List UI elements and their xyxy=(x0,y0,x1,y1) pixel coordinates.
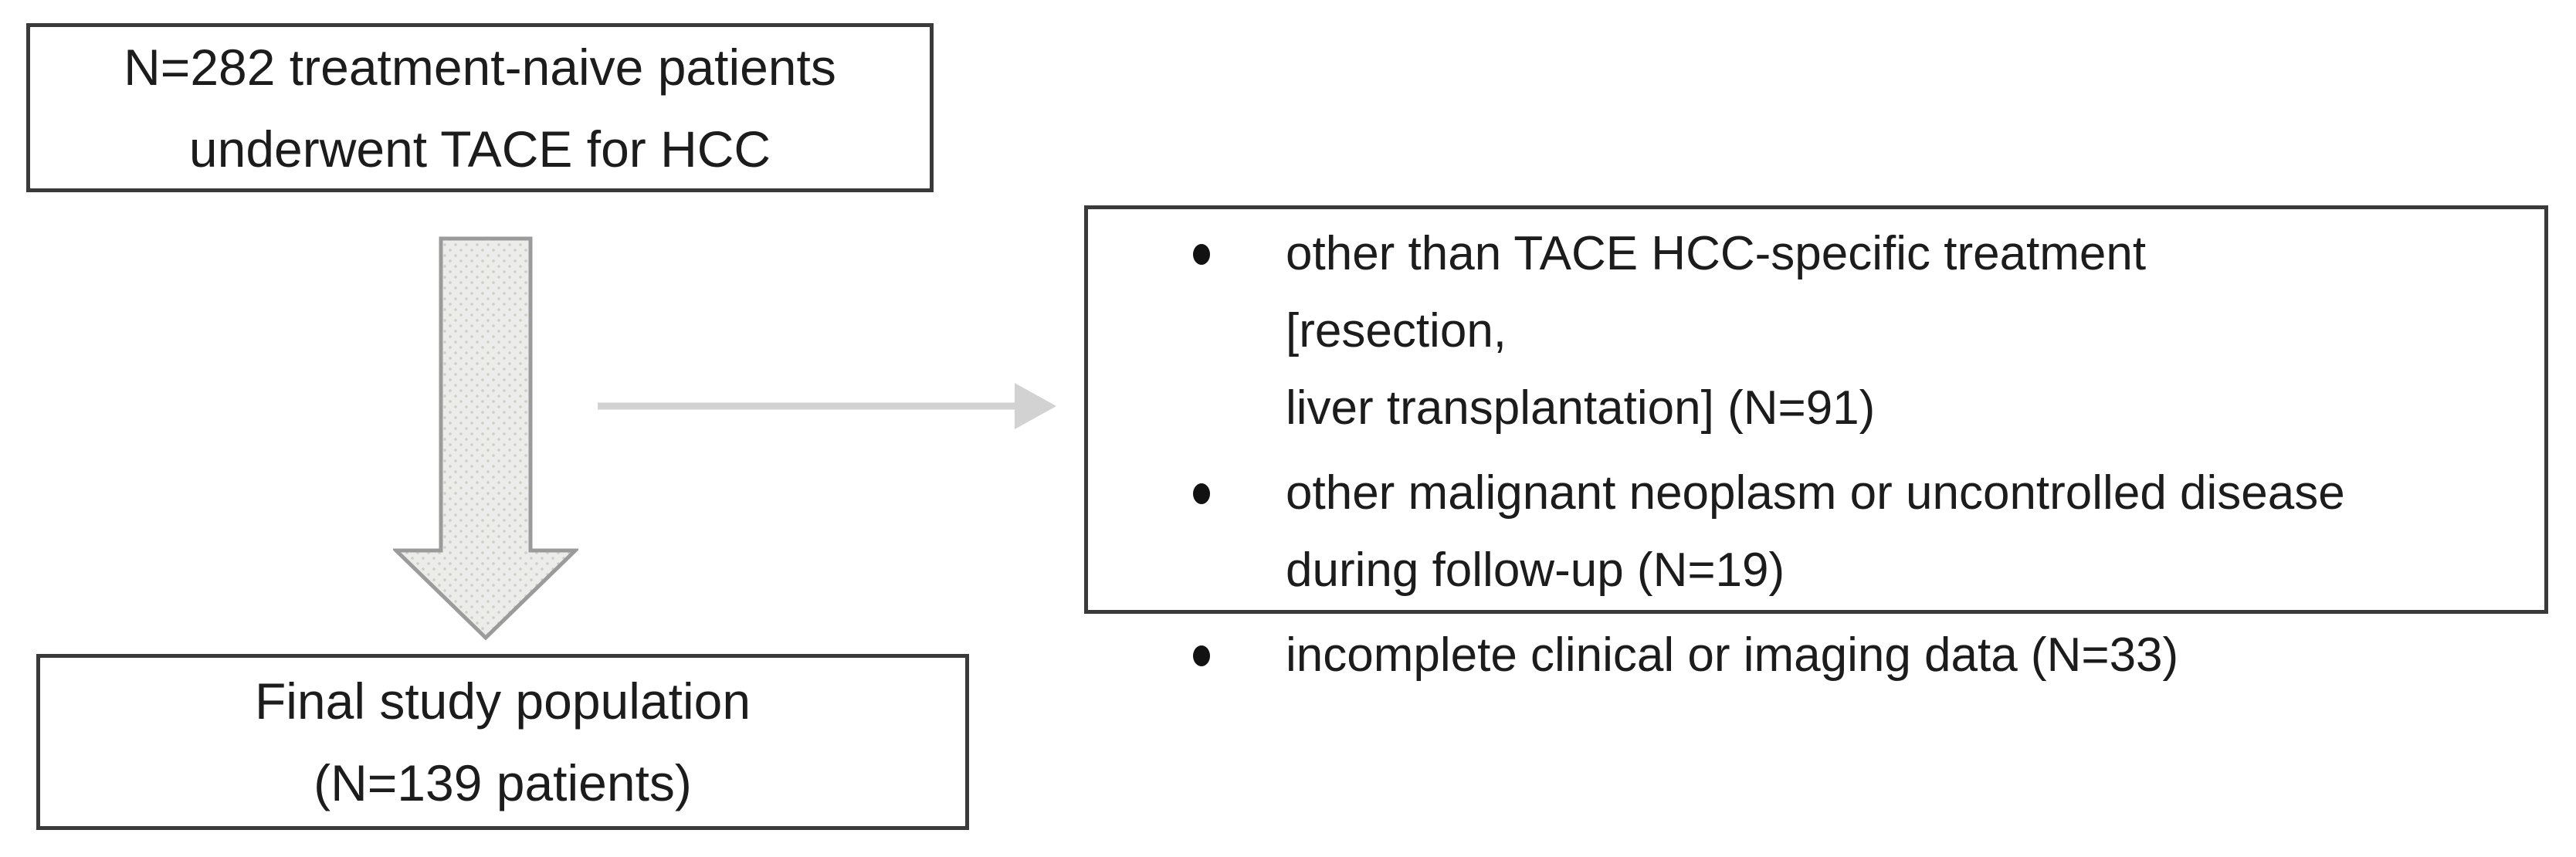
list-item: other malignant neoplasm or uncontrolled… xyxy=(1088,455,2354,609)
initial-population-line-1: N=282 treatment-naive patients xyxy=(124,38,836,96)
final-population-line-2: (N=139 patients) xyxy=(314,754,692,811)
down-block-arrow-icon xyxy=(393,236,578,641)
exclusion-item-2-line-2: during follow-up (N=19) xyxy=(1286,544,1785,597)
exclusion-item-1-line-1: other than TACE HCC-specific treatment [… xyxy=(1286,227,2147,357)
exclusion-item-1-line-2: liver transplantation] (N=91) xyxy=(1286,381,1876,435)
exclusion-right-arrow-icon xyxy=(598,383,1056,429)
final-population-line-1: Final study population xyxy=(254,672,751,730)
bullet-icon xyxy=(1193,244,1210,265)
initial-population-box: N=282 treatment-naive patients underwent… xyxy=(26,23,934,192)
bullet-icon xyxy=(1193,645,1210,666)
exclusion-criteria-box: other than TACE HCC-specific treatment [… xyxy=(1084,205,2548,682)
bullet-icon xyxy=(1193,483,1210,504)
list-item: incomplete clinical or imaging data (N=3… xyxy=(1088,617,2354,694)
final-population-box: Final study population (N=139 patients) xyxy=(36,654,969,830)
exclusion-list: other than TACE HCC-specific treatment [… xyxy=(1088,209,2544,694)
exclusion-item-3-line-1: incomplete clinical or imaging data (N=3… xyxy=(1286,628,2179,682)
initial-population-line-2: underwent TACE for HCC xyxy=(188,120,771,178)
exclusion-item-2-line-1: other malignant neoplasm or uncontrolled… xyxy=(1286,466,2345,520)
list-item: other than TACE HCC-specific treatment [… xyxy=(1088,215,2354,447)
